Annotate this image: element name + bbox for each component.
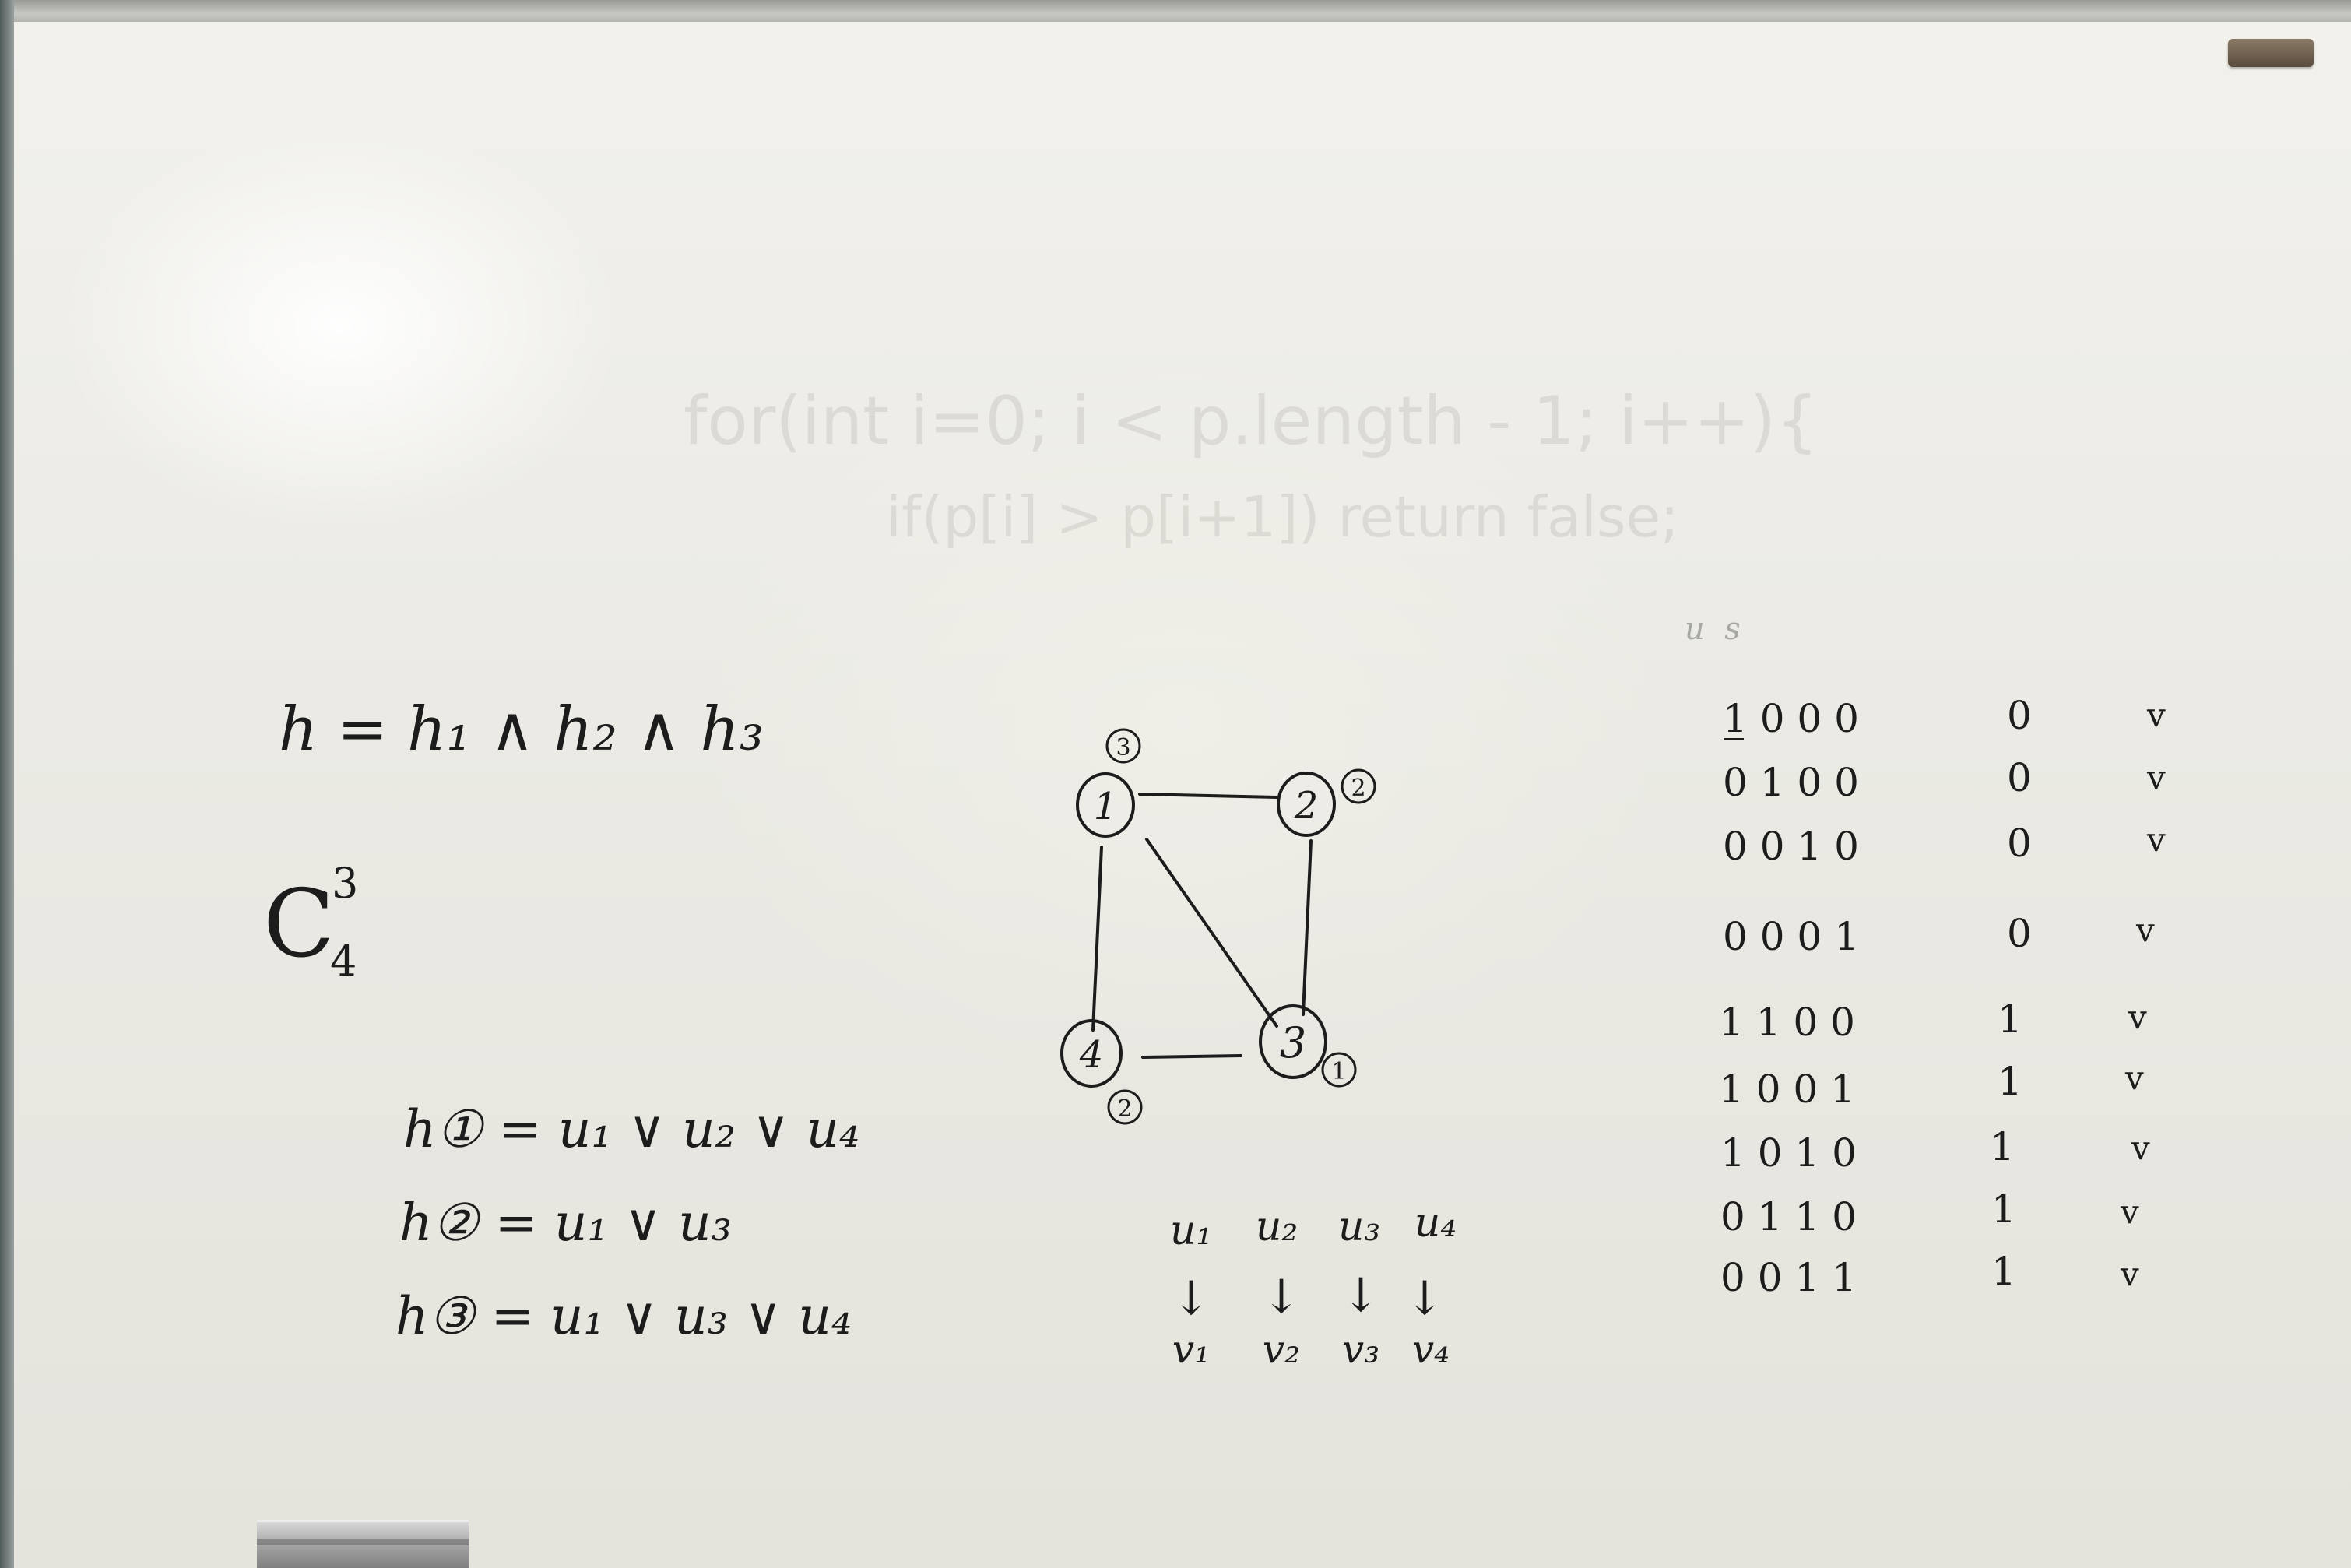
- table-row-4-value: 0: [2007, 911, 2032, 956]
- node-2-weight-circle: [1341, 768, 1376, 804]
- table-row-1-value: 0: [2007, 693, 2032, 738]
- whiteboard-surface: for(int i=0; i < p.length - 1; i++){ if(…: [14, 22, 2351, 1568]
- combination-subscript: 4: [330, 937, 357, 986]
- table-row-6-check: v: [2125, 1059, 2144, 1097]
- mapping-arrow-2: ↓: [1262, 1270, 1301, 1324]
- faint-code-line-2: if(p[i] > p[i+1]) return false;: [886, 484, 1680, 550]
- table-row-4-check: v: [2136, 911, 2155, 949]
- mapping-top-2: u₂: [1256, 1204, 1298, 1250]
- table-row-5-check: v: [2128, 998, 2147, 1036]
- edge-2-3: [1302, 839, 1313, 1016]
- mapping-bottom-4: v₄: [1412, 1327, 1450, 1372]
- table-row-8-check: v: [2121, 1193, 2139, 1231]
- mapping-bottom-3: v₃: [1342, 1327, 1379, 1372]
- row-1-underline: [1724, 738, 1744, 740]
- mapping-arrow-3: ↓: [1341, 1268, 1380, 1323]
- node-1-circle: [1076, 772, 1135, 838]
- node-4-weight: 2: [1117, 1095, 1132, 1123]
- whiteboard-left-frame: [0, 0, 14, 1568]
- table-row-8-value: 1: [1991, 1187, 2016, 1232]
- table-row-5-bits: 1 1 0 0: [1719, 1000, 1855, 1045]
- table-row-9-value: 1: [1991, 1249, 2016, 1294]
- faint-code-line-1: for(int i=0; i < p.length - 1; i++){: [684, 382, 1819, 460]
- combination-letter: C: [263, 870, 335, 979]
- table-row-7-value: 1: [1990, 1124, 2015, 1169]
- table-row-2-bits: 0 1 0 0: [1723, 760, 1859, 805]
- node-4-weight-circle: [1107, 1089, 1143, 1125]
- table-row-1-bits: 1 0 0 0: [1723, 696, 1859, 741]
- table-row-9-bits: 0 0 1 1: [1720, 1255, 1857, 1300]
- table-row-5-value: 1: [1998, 997, 2022, 1042]
- node-4-circle: [1060, 1019, 1123, 1088]
- mapping-bottom-2: v₂: [1263, 1327, 1300, 1372]
- table-header: u s: [1685, 611, 1741, 647]
- table-row-7-check: v: [2131, 1129, 2150, 1167]
- eraser: [257, 1520, 469, 1568]
- formula-h2: h② = u₁ ∨ u₃: [399, 1193, 733, 1253]
- node-4-label: 4: [1079, 1033, 1104, 1077]
- table-row-6-value: 1: [1998, 1059, 2022, 1104]
- table-row-3-value: 0: [2007, 821, 2032, 866]
- mapping-bottom-1: v₁: [1172, 1327, 1210, 1372]
- node-2-label: 2: [1294, 784, 1319, 828]
- graph-diagram: 1 2 3 4 3 2 1 2 u₁ u₂ u₃ u₄ ↓ ↓ ↓ ↓ v₁ v…: [1060, 728, 1457, 1372]
- node-1-weight: 3: [1116, 734, 1130, 761]
- formula-h1: h① = u₁ ∨ u₂ ∨ u₄: [403, 1099, 860, 1159]
- node-3-label: 3: [1280, 1018, 1306, 1067]
- node-3-circle: [1259, 1004, 1327, 1079]
- edge-1-4: [1091, 846, 1103, 1032]
- edge-1-3: [1145, 838, 1278, 1028]
- node-1-label: 1: [1094, 785, 1118, 828]
- mapping-arrow-4: ↓: [1405, 1271, 1444, 1326]
- combination-superscript: 3: [332, 859, 359, 908]
- table-row-2-value: 0: [2007, 755, 2032, 800]
- node-2-weight: 2: [1351, 775, 1365, 802]
- table-row-3-bits: 0 0 1 0: [1723, 824, 1859, 869]
- table-row-4-bits: 0 0 0 1: [1723, 914, 1859, 959]
- node-3-weight: 1: [1331, 1058, 1346, 1085]
- table-row-8-bits: 0 1 1 0: [1720, 1194, 1857, 1239]
- formula-h: h = h₁ ∧ h₂ ∧ h₃: [279, 694, 764, 765]
- node-2-circle: [1277, 772, 1336, 837]
- mapping-top-4: u₄: [1414, 1200, 1457, 1246]
- table-row-6-bits: 1 0 0 1: [1719, 1067, 1855, 1112]
- table-row-7-bits: 1 0 1 0: [1720, 1130, 1857, 1176]
- table-row-3-check: v: [2147, 821, 2166, 859]
- table-row-9-check: v: [2121, 1255, 2139, 1293]
- marker-on-tray: [2228, 39, 2314, 67]
- table-row-2-check: v: [2147, 758, 2166, 796]
- node-3-weight-circle: [1321, 1052, 1357, 1088]
- mapping-top-1: u₁: [1170, 1208, 1212, 1254]
- mapping-arrow-1: ↓: [1172, 1271, 1211, 1326]
- node-1-weight-circle: [1105, 728, 1141, 764]
- whiteboard-top-frame: [0, 0, 2351, 23]
- mapping-top-3: u₃: [1338, 1204, 1380, 1250]
- formula-h3: h③ = u₁ ∨ u₃ ∨ u₄: [395, 1286, 852, 1346]
- edge-1-2: [1138, 793, 1278, 799]
- table-row-1-check: v: [2147, 696, 2166, 734]
- edge-4-3: [1141, 1054, 1242, 1059]
